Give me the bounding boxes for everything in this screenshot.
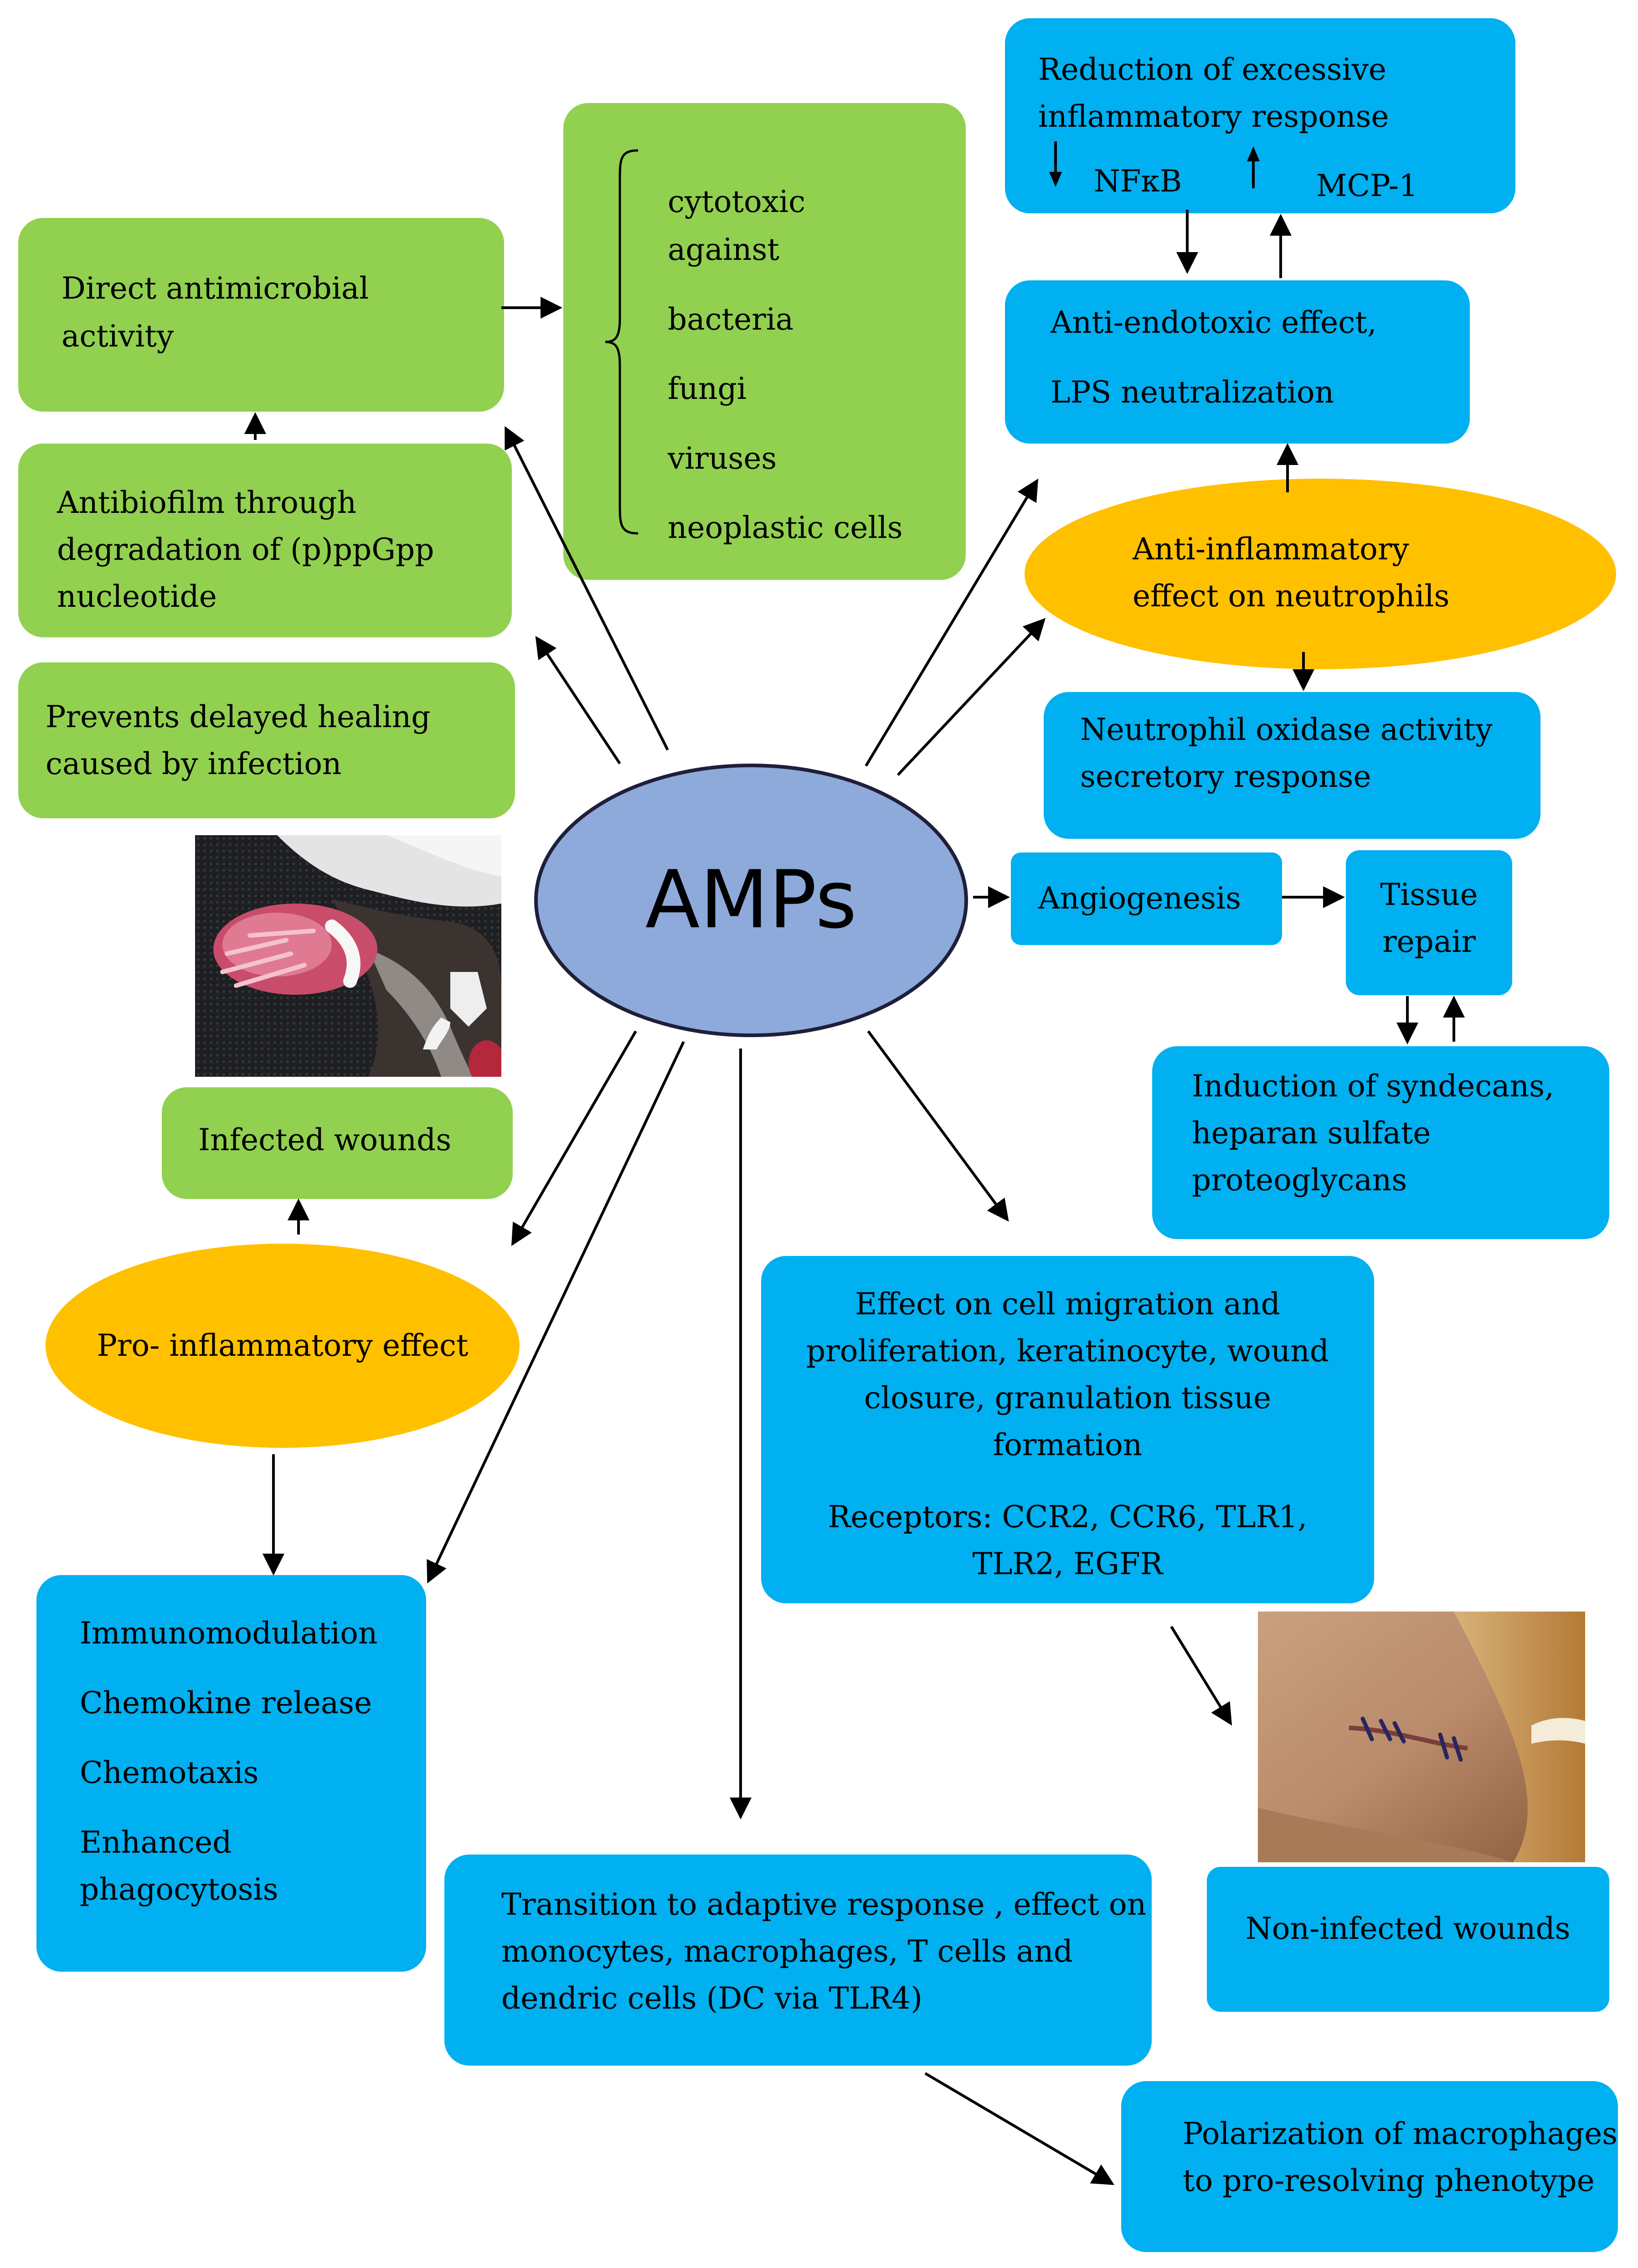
immunomodulation-line-4: Enhanced <box>80 1825 232 1860</box>
direct-antimicrobial-line-1: Direct antimicrobial <box>62 271 369 306</box>
arrow-amps-to-pro-inflammatory <box>511 1030 637 1246</box>
infected-wounds-label: Infected wounds <box>198 1122 452 1157</box>
cell-migration-box <box>761 1256 1374 1603</box>
immunomodulation-box <box>36 1575 426 1972</box>
polarization-line-1: Polarization of macrophages <box>1183 2116 1618 2151</box>
cell-migration-line-4: formation <box>993 1427 1143 1462</box>
anti-endotoxic-line-1: Anti-endotoxic effect, <box>1051 305 1377 340</box>
curly-brace-icon <box>605 149 639 535</box>
pro-inflammatory-label: Pro- inflammatory effect <box>97 1328 469 1364</box>
cytotoxic-line-3: bacteria <box>668 302 794 337</box>
neutrophil-oxidase-line-1: Neutrophil oxidase activity <box>1080 712 1493 747</box>
transition-line-3: dendric cells (DC via TLR4) <box>501 1981 922 2016</box>
receptors-line-1: Receptors: CCR2, CCR6, TLR1, <box>828 1499 1308 1534</box>
tissue-repair-box <box>1346 850 1512 995</box>
transition-line-1: Transition to adaptive response , effect… <box>501 1887 1147 1922</box>
prevents-delayed-line-1: Prevents delayed healing <box>46 699 431 734</box>
antibiofilm-line-2: degradation of (p)ppGpp <box>57 532 434 567</box>
sutured-wound-photo <box>1258 1612 1585 1862</box>
polarization-box <box>1121 2081 1618 2252</box>
arrow-amps-to-prevents <box>535 635 621 765</box>
antibiofilm-box <box>18 444 512 637</box>
immunomodulation-line-3: Chemotaxis <box>80 1755 259 1790</box>
syndecans-box <box>1152 1046 1609 1239</box>
anti-inflammatory-line-2: effect on neutrophils <box>1133 579 1450 614</box>
cell-migration-line-3: closure, granulation tissue <box>864 1380 1272 1416</box>
infected-wound-photo <box>195 835 501 1077</box>
cytotoxic-line-1: cytotoxic <box>668 184 806 219</box>
antibiofilm-line-3: nucleotide <box>57 579 217 614</box>
tissue-repair-line-1: Tissue <box>1380 877 1478 912</box>
direct-antimicrobial-box <box>18 218 504 412</box>
cytotoxic-line-2: against <box>668 232 779 267</box>
non-infected-wounds-box <box>1207 1867 1609 2012</box>
syndecans-line-3: proteoglycans <box>1192 1162 1407 1198</box>
immunomodulation-line-5: phagocytosis <box>80 1872 278 1907</box>
immunomodulation-line-2: Chemokine release <box>80 1685 372 1720</box>
amps-center-label: AMPs <box>645 854 857 946</box>
angiogenesis-box <box>1011 852 1282 945</box>
amps-center-ellipse <box>534 764 968 1037</box>
reduction-inflammatory-box <box>1005 18 1515 213</box>
anti-inflammatory-oval <box>1025 479 1616 669</box>
arrow-amps-to-cell-migration <box>867 1030 1009 1222</box>
neutrophil-oxidase-line-2: secretory response <box>1080 759 1371 794</box>
neutrophil-oxidase-box <box>1044 692 1540 839</box>
down-arrow-icon <box>1049 141 1062 187</box>
anti-inflammatory-line-1: Anti-inflammatory <box>1133 532 1409 567</box>
reduction-line-1: Reduction of excessive <box>1038 52 1386 87</box>
polarization-line-2: to pro-resolving phenotype <box>1183 2163 1595 2198</box>
immunomodulation-line-1: Immunomodulation <box>80 1616 378 1651</box>
syndecans-line-1: Induction of syndecans, <box>1192 1069 1554 1104</box>
anti-endotoxic-box <box>1005 280 1470 444</box>
cytotoxic-line-6: neoplastic cells <box>668 510 903 545</box>
tissue-repair-line-2: repair <box>1382 924 1476 959</box>
prevents-delayed-line-2: caused by infection <box>46 746 342 781</box>
arrow-cell-migration-to-photo <box>1170 1626 1232 1726</box>
angiogenesis-label: Angiogenesis <box>1038 881 1241 916</box>
cytotoxic-line-5: viruses <box>668 441 777 476</box>
transition-line-2: monocytes, macrophages, T cells and <box>501 1934 1073 1969</box>
transition-adaptive-box <box>444 1855 1152 2066</box>
direct-antimicrobial-line-2: activity <box>62 319 174 354</box>
receptors-line-2: TLR2, EGFR <box>972 1546 1163 1581</box>
prevents-delayed-healing-box <box>18 662 515 818</box>
anti-endotoxic-line-2: LPS neutralization <box>1051 375 1334 410</box>
nfkb-label: NFκB <box>1094 164 1182 199</box>
syndecans-line-2: heparan sulfate <box>1192 1116 1431 1151</box>
arrow-amps-to-anti-inflammatory <box>896 618 1046 776</box>
up-arrow-icon <box>1247 146 1260 188</box>
mcp1-label: MCP-1 <box>1316 168 1418 203</box>
non-infected-wounds-label: Non-infected wounds <box>1246 1911 1571 1946</box>
pro-inflammatory-oval: Pro- inflammatory effect <box>46 1244 520 1448</box>
cytotoxic-line-4: fungi <box>668 371 747 406</box>
arrow-transition-to-polarization <box>924 2072 1115 2185</box>
cell-migration-line-1: Effect on cell migration and <box>855 1286 1280 1322</box>
cell-migration-line-2: proliferation, keratinocyte, wound <box>806 1333 1329 1369</box>
reduction-line-2: inflammatory response <box>1038 99 1389 134</box>
antibiofilm-line-1: Antibiofilm through <box>57 485 357 520</box>
